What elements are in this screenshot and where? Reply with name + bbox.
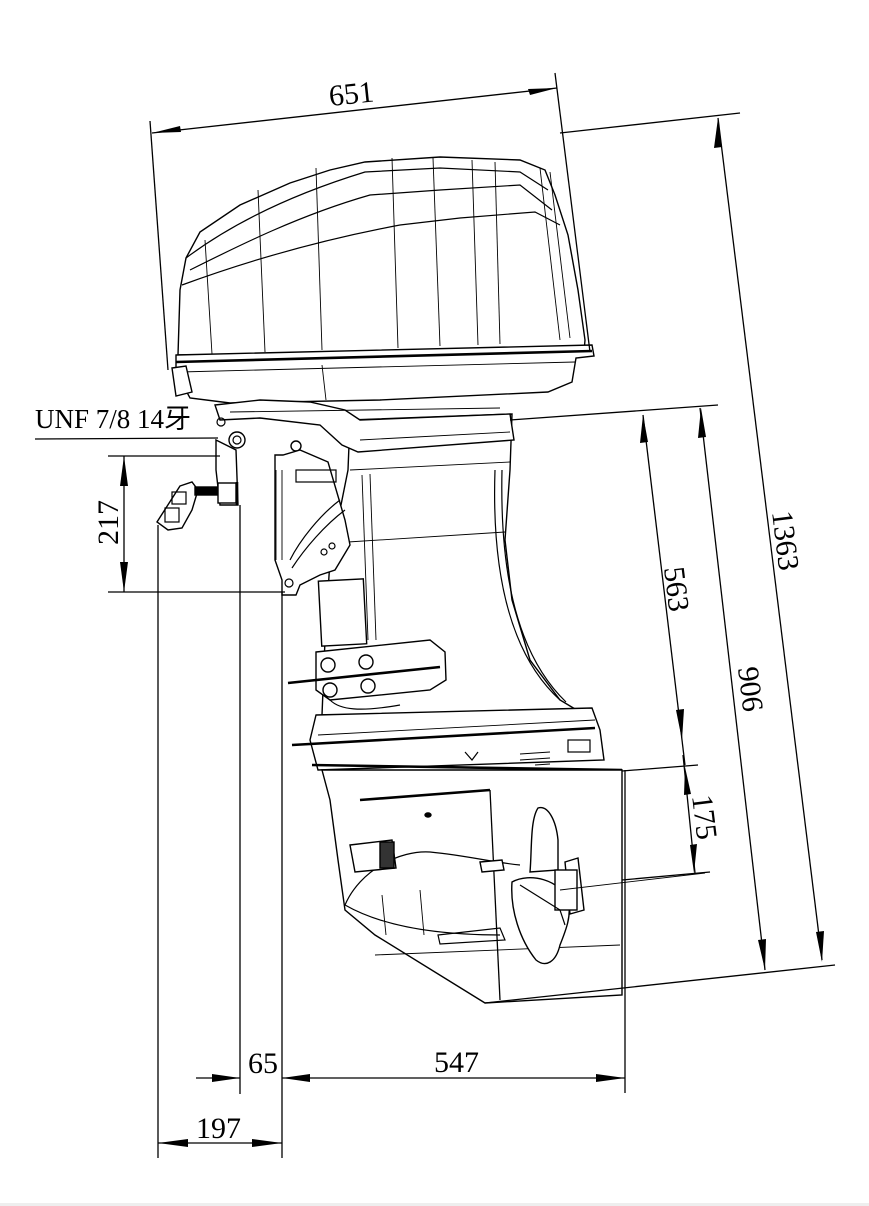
page-bottom-edge (0, 1203, 869, 1206)
dim-label-65: 65 (248, 1047, 278, 1080)
dim-label-217: 217 (92, 500, 125, 545)
dimension-563: 563 (509, 404, 719, 766)
dimension-1363: 1363 (484, 112, 836, 1004)
swivel-bracket (214, 399, 515, 506)
dim-label-547: 547 (434, 1046, 479, 1079)
anti-ventilation-plate (291, 707, 623, 772)
dimension-217: 217 (92, 455, 285, 593)
lower-mount (287, 578, 447, 710)
dimension-547: 547 (282, 1046, 625, 1082)
dimension-65: 65 (196, 1047, 310, 1082)
dimension-651: 651 (149, 72, 591, 371)
dim-label-651: 651 (327, 75, 375, 113)
dimension-906: 906 (698, 407, 769, 971)
dim-label-1363: 1363 (765, 509, 805, 573)
dimension-197: 197 (158, 1112, 282, 1147)
dim-label-906: 906 (731, 665, 769, 714)
midsection-housing (321, 413, 583, 716)
dim-label-197: 197 (196, 1112, 241, 1145)
lower-cowl (171, 344, 595, 404)
propeller (511, 806, 706, 965)
engine-cowling (177, 156, 586, 356)
dim-label-563: 563 (657, 565, 695, 614)
dimension-175: 175 (621, 754, 723, 881)
clamp-handle (156, 481, 218, 531)
dim-label-175: 175 (685, 793, 723, 842)
clamp-bracket (274, 449, 351, 596)
extension-lines (157, 505, 626, 1158)
thread-callout: UNF 7/8 14牙 (34, 404, 219, 440)
thread-spec-label: UNF 7/8 14牙 (35, 404, 191, 434)
